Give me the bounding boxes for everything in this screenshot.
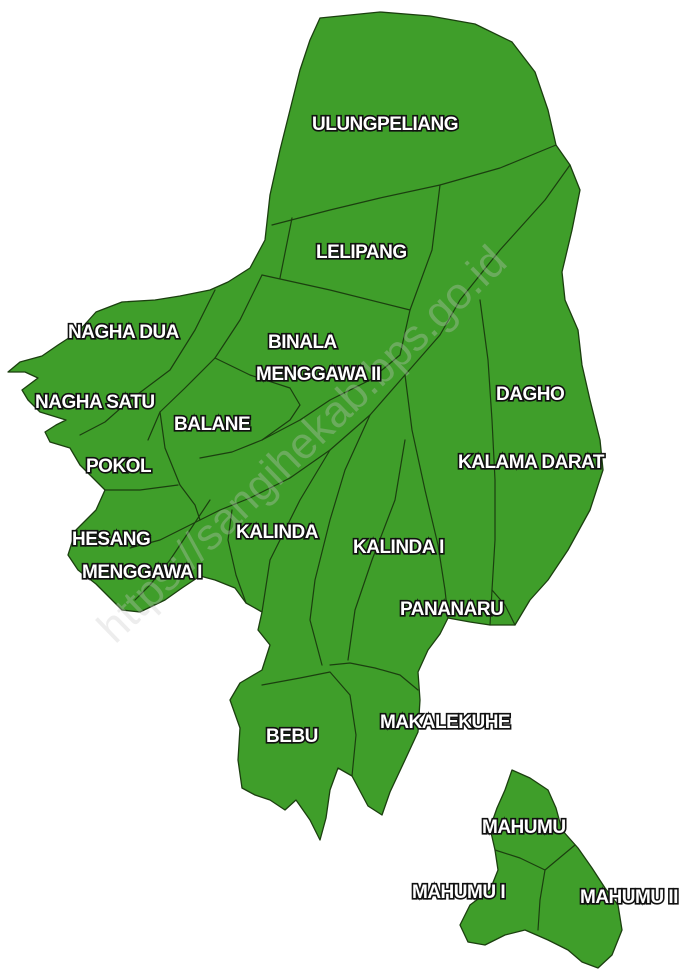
label-balane: BALANE	[174, 414, 250, 435]
boundary-makalekuhe	[329, 662, 419, 691]
boundary-mahumu-north	[494, 844, 576, 871]
boundary-kalinda	[261, 449, 331, 613]
boundary-binala	[199, 309, 411, 459]
boundary-pananaru	[491, 589, 516, 626]
label-kalinda: KALINDA	[236, 522, 319, 543]
label-ulungpeliang: ULUNGPELIANG	[312, 114, 458, 135]
label-kalama-darat: KALAMA DARAT	[458, 452, 605, 473]
label-pokol: POKOL	[86, 456, 152, 477]
label-mahumu-ii: MAHUMU II	[580, 887, 678, 908]
boundary-lelipang-east	[409, 184, 441, 311]
boundary-kalinda-i	[347, 439, 406, 661]
boundary-bebu	[261, 671, 357, 777]
southeast-island	[459, 769, 623, 969]
label-mahumu: MAHUMU	[482, 817, 566, 838]
label-menggawa-i: MENGGAWA I	[82, 562, 202, 583]
label-pananaru: PANANARU	[400, 599, 503, 620]
boundary-mahumu-split	[537, 869, 546, 931]
boundary-nagha-satu	[79, 289, 216, 436]
boundary-menggawa-i	[227, 509, 247, 604]
label-mahumu-i: MAHUMU I	[412, 882, 505, 903]
label-hesang: HESANG	[72, 529, 150, 550]
label-bebu: BEBU	[266, 726, 318, 747]
boundary-pokol	[159, 411, 201, 521]
boundary-nagha-dua	[147, 274, 263, 441]
boundary-lelipang-south	[261, 274, 411, 311]
label-dagho: DAGHO	[496, 384, 564, 405]
label-lelipang: LELIPANG	[316, 242, 407, 263]
boundary-kalinda-i-east	[404, 374, 449, 619]
boundary-hesang	[134, 499, 211, 601]
boundary-kalinda-central	[309, 414, 371, 666]
label-binala: BINALA	[268, 332, 338, 353]
label-nagha-satu: NAGHA SATU	[35, 392, 155, 413]
boundary-pokol-south	[104, 484, 179, 491]
boundary-ulungpeliang	[271, 144, 557, 226]
boundary-lelipang-west	[279, 217, 293, 279]
label-makalekuhe: MAKALEKUHE	[380, 712, 510, 733]
main-island	[7, 11, 604, 841]
boundary-balane-north	[214, 357, 301, 441]
label-menggawa-ii: MENGGAWA II	[256, 364, 381, 385]
label-nagha-dua: NAGHA DUA	[68, 322, 180, 343]
label-kalinda-i: KALINDA I	[353, 537, 444, 558]
